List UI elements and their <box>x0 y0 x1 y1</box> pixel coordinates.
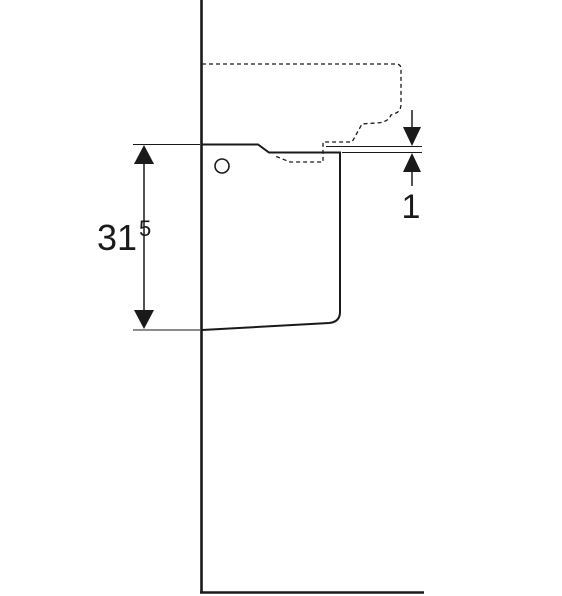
washbasin-dashed-outline <box>202 63 402 163</box>
height-value-superscript: 5 <box>139 216 151 241</box>
offset-arrowhead-down <box>403 127 421 146</box>
arrowhead-up <box>134 145 154 164</box>
offset-value: 1 <box>402 188 421 226</box>
offset-arrowhead-up <box>403 153 421 172</box>
height-dimension: 31 5 <box>97 144 200 331</box>
mounting-hole <box>214 158 230 174</box>
wall-and-floor <box>200 0 424 594</box>
height-value: 31 <box>97 217 137 258</box>
semi-pedestal-outline <box>201 143 341 331</box>
offset-dimension: 1 <box>326 110 422 226</box>
arrowhead-down <box>134 310 154 329</box>
